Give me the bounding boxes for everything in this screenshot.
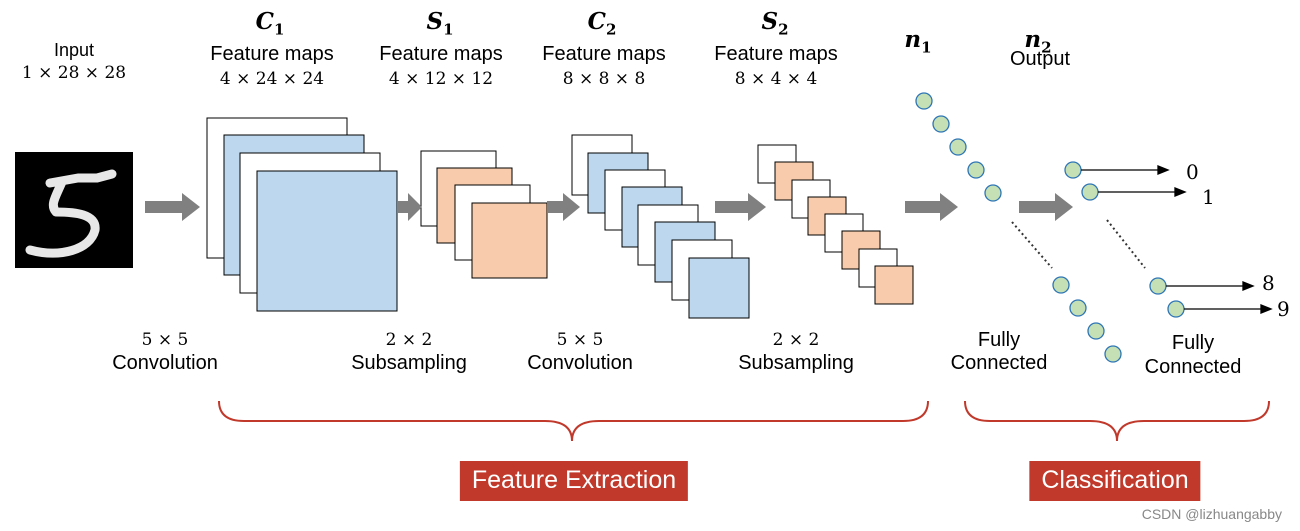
s2-name: Feature maps xyxy=(714,43,838,65)
s1-symbol: S1 xyxy=(426,8,454,39)
sub1-name: Subsampling xyxy=(351,352,467,374)
arrow-c2-to-s2 xyxy=(715,193,766,221)
arrow-s1-to-c2 xyxy=(547,193,580,221)
n2-symbol: n2 xyxy=(1024,26,1052,57)
arrow-input-to-c1 xyxy=(145,193,200,221)
c1-name: Feature maps xyxy=(210,43,334,65)
arrow-c1-to-s1 xyxy=(397,193,422,221)
s1-dims: 4 × 12 × 12 xyxy=(388,69,494,89)
watermark: CSDN @lizhuangabby xyxy=(1141,506,1282,522)
n1-neurons xyxy=(915,92,1122,363)
sub1-size: 2 × 2 xyxy=(385,330,433,350)
s1-feature-maps xyxy=(420,150,548,279)
conv2-name: Convolution xyxy=(527,352,633,374)
n2-name: Output xyxy=(1009,48,1071,70)
conv1-size: 5 × 5 xyxy=(141,330,189,350)
output-arrows xyxy=(1081,165,1273,314)
sub2-size: 2 × 2 xyxy=(772,330,820,350)
c2-symbol: C2 xyxy=(587,8,617,39)
conv2-size: 5 × 5 xyxy=(556,330,604,350)
output-label-9: 9 xyxy=(1277,297,1290,321)
s2-dims: 8 × 4 × 4 xyxy=(734,69,818,89)
c1-feature-maps xyxy=(206,117,398,312)
s2-symbol: S2 xyxy=(761,8,789,39)
arrow-n1-to-n2 xyxy=(1019,193,1073,221)
c1-dims: 4 × 24 × 24 xyxy=(219,69,325,89)
classification-brace xyxy=(964,400,1270,442)
conv1-name: Convolution xyxy=(112,352,218,374)
input-digit-image xyxy=(15,152,133,268)
fc1-line2: Connected xyxy=(950,352,1048,374)
c2-dims: 8 × 8 × 8 xyxy=(562,69,646,89)
fc2-line1: Fully xyxy=(1171,332,1215,354)
c2-name: Feature maps xyxy=(542,43,666,65)
sub2-name: Subsampling xyxy=(738,352,854,374)
input-title: Input xyxy=(53,40,95,60)
feature-extraction-brace xyxy=(218,400,929,442)
output-label-1: 1 xyxy=(1202,185,1215,209)
classification-badge: Classification xyxy=(1029,461,1201,501)
output-label-8: 8 xyxy=(1262,271,1275,295)
output-label-0: 0 xyxy=(1186,160,1199,184)
input-dims: 1 × 28 × 28 xyxy=(21,63,127,83)
c2-feature-maps xyxy=(571,134,750,319)
s1-name: Feature maps xyxy=(379,43,503,65)
n2-neurons xyxy=(1064,161,1185,318)
s2-feature-maps xyxy=(757,144,914,305)
fc2-line2: Connected xyxy=(1144,356,1242,378)
fc1-line1: Fully xyxy=(977,329,1021,351)
n1-symbol: n1 xyxy=(904,26,932,57)
feature-extraction-badge: Feature Extraction xyxy=(459,461,689,501)
c1-symbol: C1 xyxy=(255,8,285,39)
arrow-s2-to-n1 xyxy=(905,193,958,221)
